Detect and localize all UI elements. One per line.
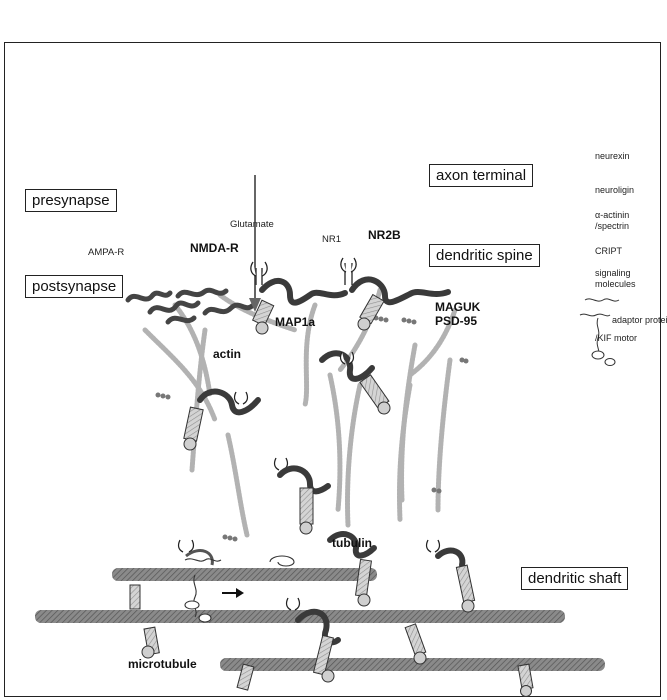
complex-shaft-1 (179, 540, 213, 565)
map1a-label: MAP1a (275, 316, 315, 328)
actin-label: actin (213, 348, 241, 360)
psd95-label: PSD-95 (435, 315, 477, 327)
glutamate-arrow (249, 175, 261, 312)
maguk-label: MAGUK (435, 301, 480, 313)
presynapse-label: presynapse (25, 189, 117, 212)
legend-cript: CRIPT (595, 246, 622, 256)
ampa-r-label: AMPA-R (88, 248, 124, 258)
legend-signaling-1: signaling (595, 268, 631, 278)
complex-shaft-3 (427, 540, 475, 612)
alpha-actinin-spectrin (128, 290, 252, 322)
microtubule-label: microtubule (128, 658, 197, 670)
legend-actinin-2: /spectrin (595, 221, 629, 231)
postsynapse-label: postsynapse (25, 275, 123, 298)
glutamate-label: Glutamate (230, 220, 274, 230)
axon-terminal-label: axon terminal (429, 164, 533, 187)
receptor-complexes (130, 258, 619, 697)
legend-neurexin: neurexin (595, 151, 630, 161)
dendritic-shaft-label: dendritic shaft (521, 567, 628, 590)
legend-adaptor-2: /KIF motor (595, 333, 637, 343)
microtubule-3 (220, 658, 605, 671)
legend-adaptor-1: adaptor protein (612, 315, 667, 325)
dendritic-spine-label: dendritic spine (429, 244, 540, 267)
legend-neuroligin: neuroligin (595, 185, 634, 195)
nr1-label: NR1 (322, 235, 341, 245)
microtubule-1 (112, 568, 377, 581)
nr2b-label: NR2B (368, 229, 401, 241)
tubulin-label: tubulin (332, 537, 372, 549)
complex-tubulin (275, 458, 328, 534)
legend-signaling-2: molecules (595, 279, 636, 289)
transport-arrow (222, 588, 244, 598)
nmda-complex-2 (341, 258, 448, 330)
nmda-r-label: NMDA-R (190, 242, 239, 254)
legend-actinin-1: α-actinin (595, 210, 629, 220)
